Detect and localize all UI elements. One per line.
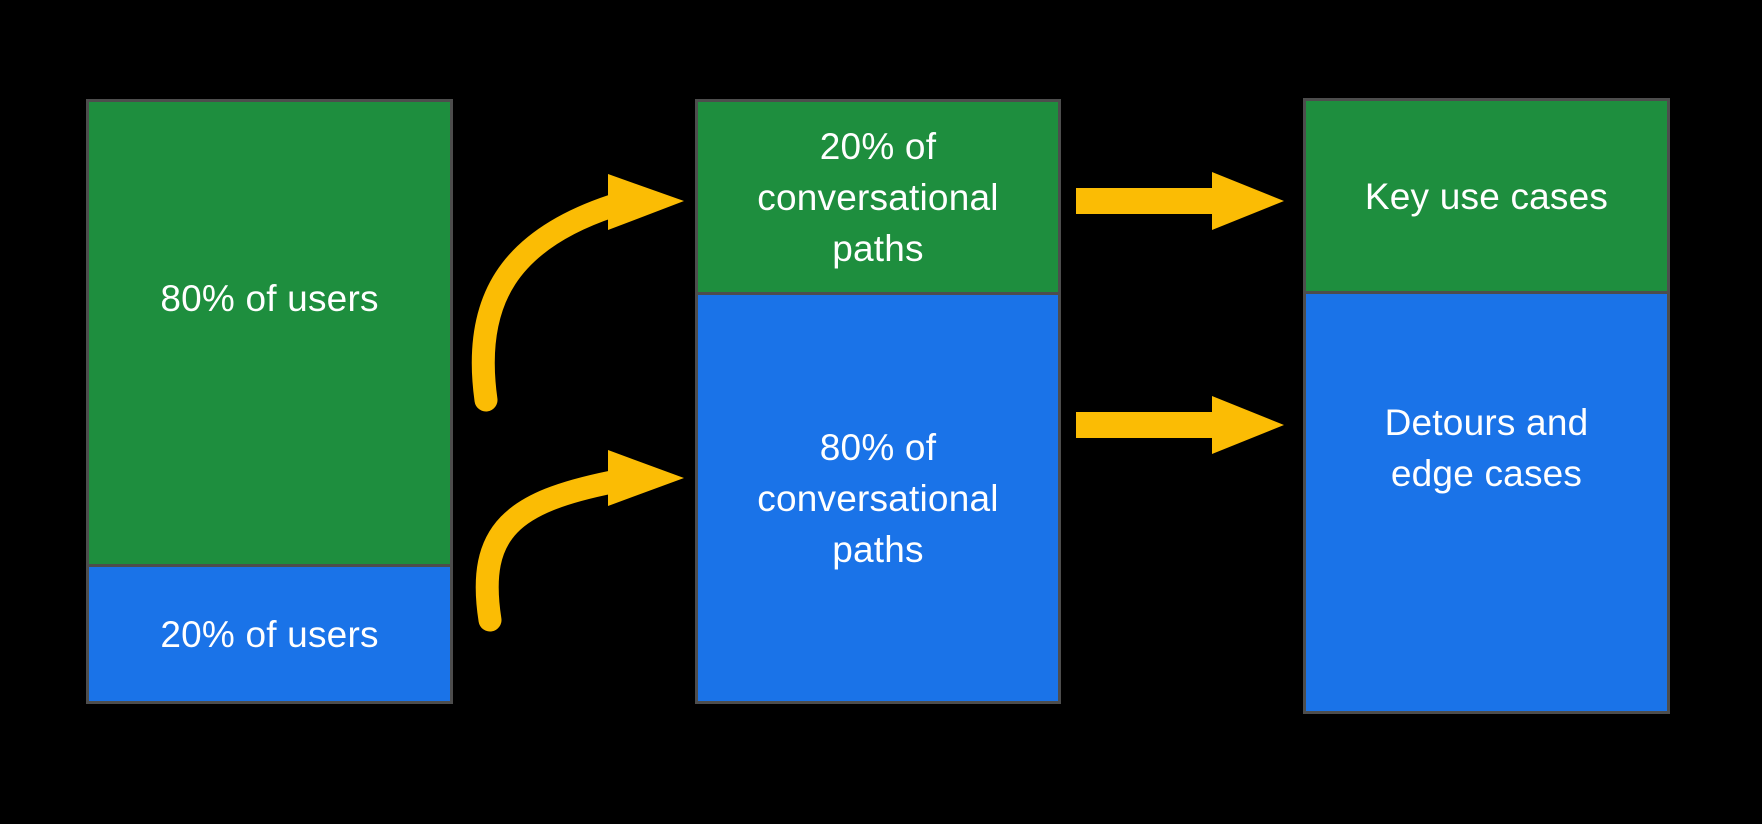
segment-users-minority: 20% of users [89,564,450,701]
segment-key-use-cases-label: Key use cases [1364,175,1609,217]
straight-arrow-top-icon [1076,172,1284,230]
segment-paths-minority-label: 20% of conversational paths [757,125,999,269]
segment-detours-edge-cases-label: Detours and edge cases [1384,401,1589,494]
segment-users-majority: 80% of users [89,102,450,565]
segment-paths-minority: 20% of conversational paths [698,102,1058,293]
segment-users-majority-label: 80% of users [160,277,379,319]
bar-outcomes: Key use cases Detours and edge cases [1303,98,1670,714]
segment-paths-majority: 80% of conversational paths [698,292,1058,701]
curved-arrow-top-icon [471,174,684,412]
straight-arrow-bottom-icon [1076,396,1284,454]
bar-users: 80% of users 20% of users [86,99,453,704]
segment-paths-majority-label: 80% of conversational paths [757,426,999,570]
segment-detours-edge-cases: Detours and edge cases [1306,291,1667,711]
curved-arrow-bottom-icon [475,450,684,632]
bar-conversational-paths: 20% of conversational paths 80% of conve… [695,99,1061,704]
segment-key-use-cases: Key use cases [1306,101,1667,292]
segment-users-minority-label: 20% of users [160,613,379,655]
